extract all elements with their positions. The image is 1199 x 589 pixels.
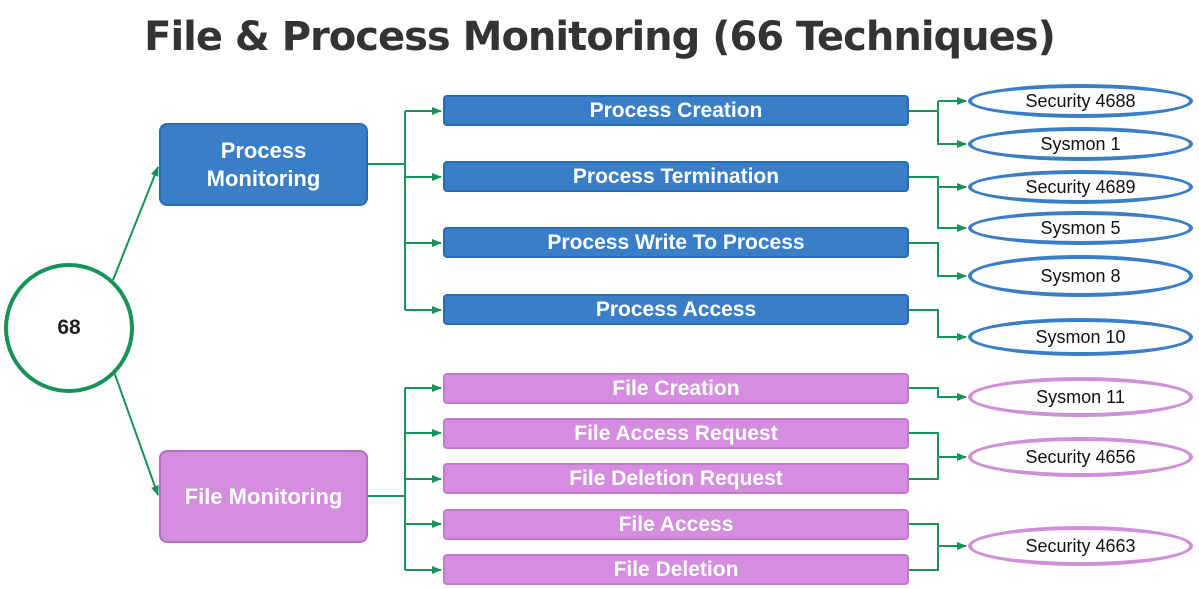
file-request-bracket: [909, 432, 939, 480]
termination-to-security-4689: [909, 176, 967, 191]
process-termination-node: Process Termination: [443, 161, 909, 192]
event-security-4689: Security 4689: [968, 170, 1193, 204]
page-title: File & Process Monitoring (66 Techniques…: [144, 14, 1056, 60]
event-security-4688: Security 4688: [968, 84, 1193, 118]
file-creation-to-sysmon-11: [909, 387, 967, 401]
creation-event-trunk: [909, 101, 939, 112]
process-monitoring-node: Process Monitoring: [159, 123, 368, 206]
file-monitoring-node: File Monitoring: [159, 450, 368, 543]
file-access-request-node: File Access Request: [443, 418, 909, 449]
root-to-process-connector: [112, 166, 159, 281]
file-access-bracket: [909, 523, 939, 571]
root-to-file-connector: [112, 368, 159, 496]
file-access-node: File Access: [443, 509, 909, 540]
event-sysmon-10: Sysmon 10: [968, 318, 1193, 356]
file-deletion-request-node: File Deletion Request: [443, 463, 909, 494]
write-to-sysmon-8: [909, 242, 967, 280]
process-access-node: Process Access: [443, 294, 909, 325]
event-sysmon-11: Sysmon 11: [968, 377, 1193, 417]
root-node: 68: [4, 263, 134, 393]
termination-to-sysmon-5: [937, 187, 967, 232]
event-security-4663: Security 4663: [968, 526, 1193, 566]
file-deletion-node: File Deletion: [443, 554, 909, 585]
process-write-to-process-node: Process Write To Process: [443, 227, 909, 258]
event-sysmon-1: Sysmon 1: [968, 127, 1193, 161]
event-security-4656: Security 4656: [968, 437, 1193, 477]
event-sysmon-8: Sysmon 8: [968, 255, 1193, 297]
file-creation-node: File Creation: [443, 373, 909, 404]
process-creation-node: Process Creation: [443, 95, 909, 126]
event-sysmon-5: Sysmon 5: [968, 211, 1193, 245]
access-to-sysmon-10: [909, 309, 967, 341]
creation-to-sysmon-1: [937, 111, 967, 148]
